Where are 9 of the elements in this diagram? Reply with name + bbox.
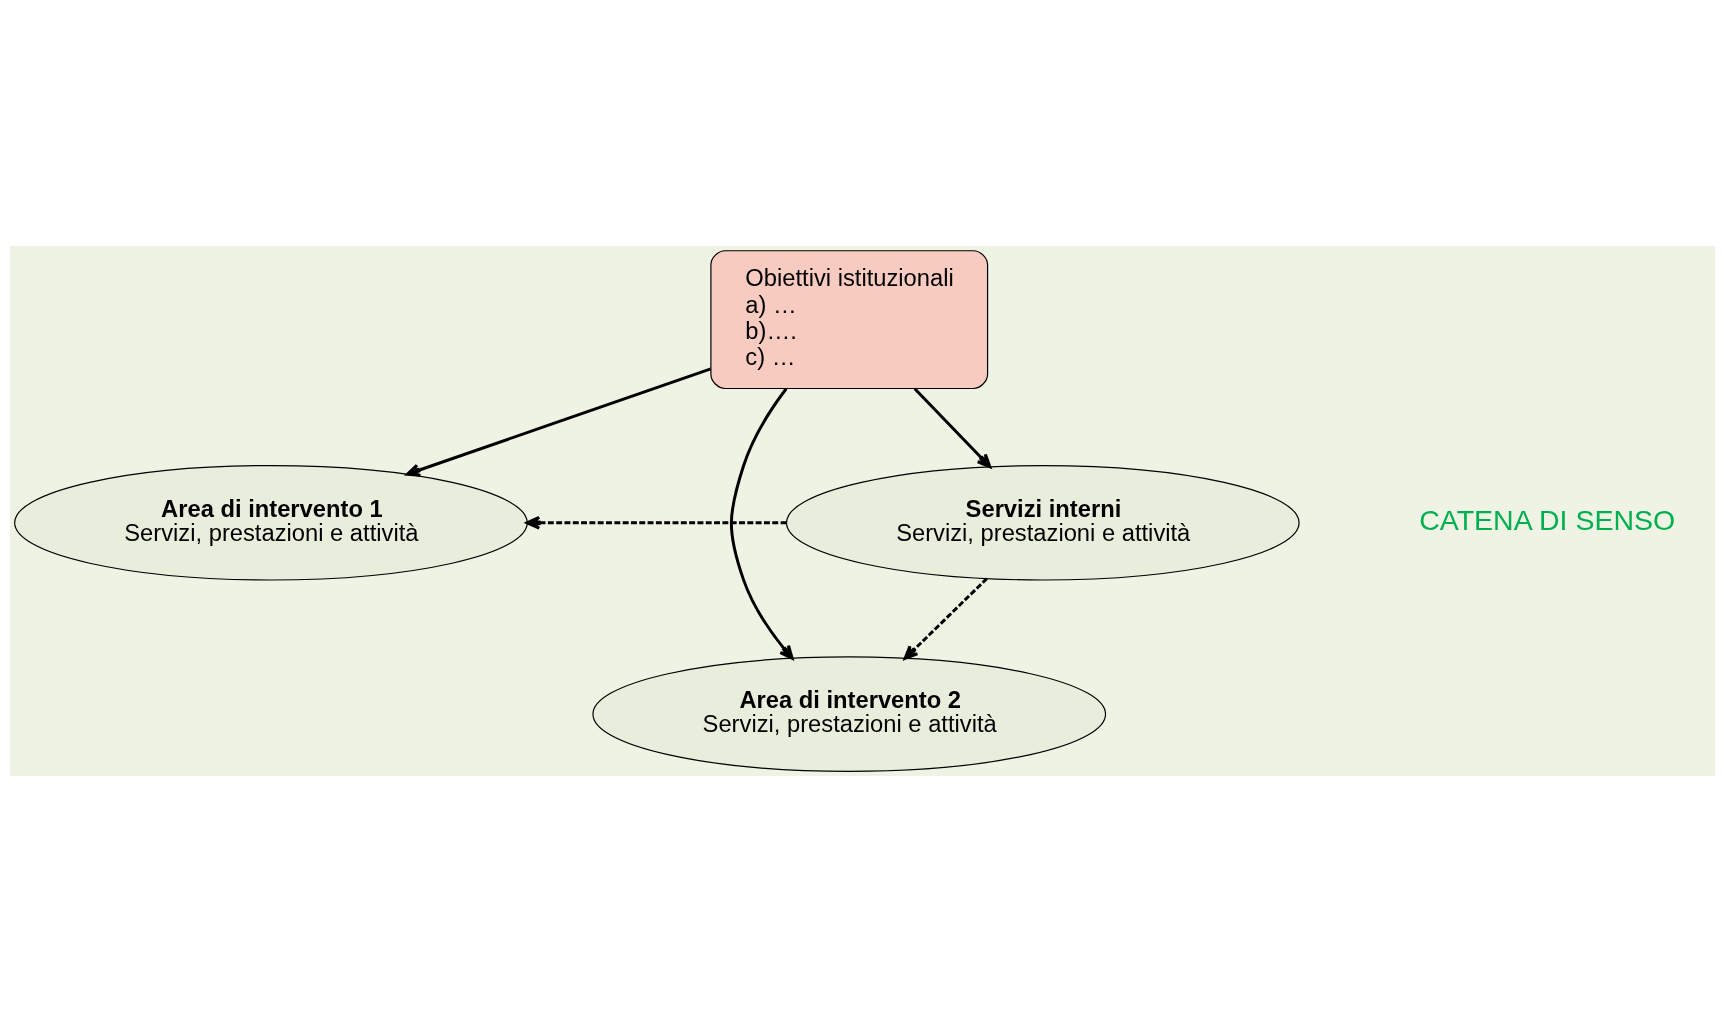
node-ellipse: Servizi interni Servizi, prestazioni e attività xyxy=(785,464,1300,581)
arrow xyxy=(729,387,794,660)
label: CATENA DI SENSO xyxy=(1418,503,1675,536)
arrow xyxy=(903,577,988,660)
node-ellipse: Area di intervento 2 Servizi, prestazioni e attività xyxy=(591,655,1106,772)
node-box: Obiettivi istituzionali a) … b)…. c) … xyxy=(709,249,988,389)
arrow xyxy=(405,367,711,477)
arrow xyxy=(913,387,991,468)
arrow xyxy=(525,515,786,530)
